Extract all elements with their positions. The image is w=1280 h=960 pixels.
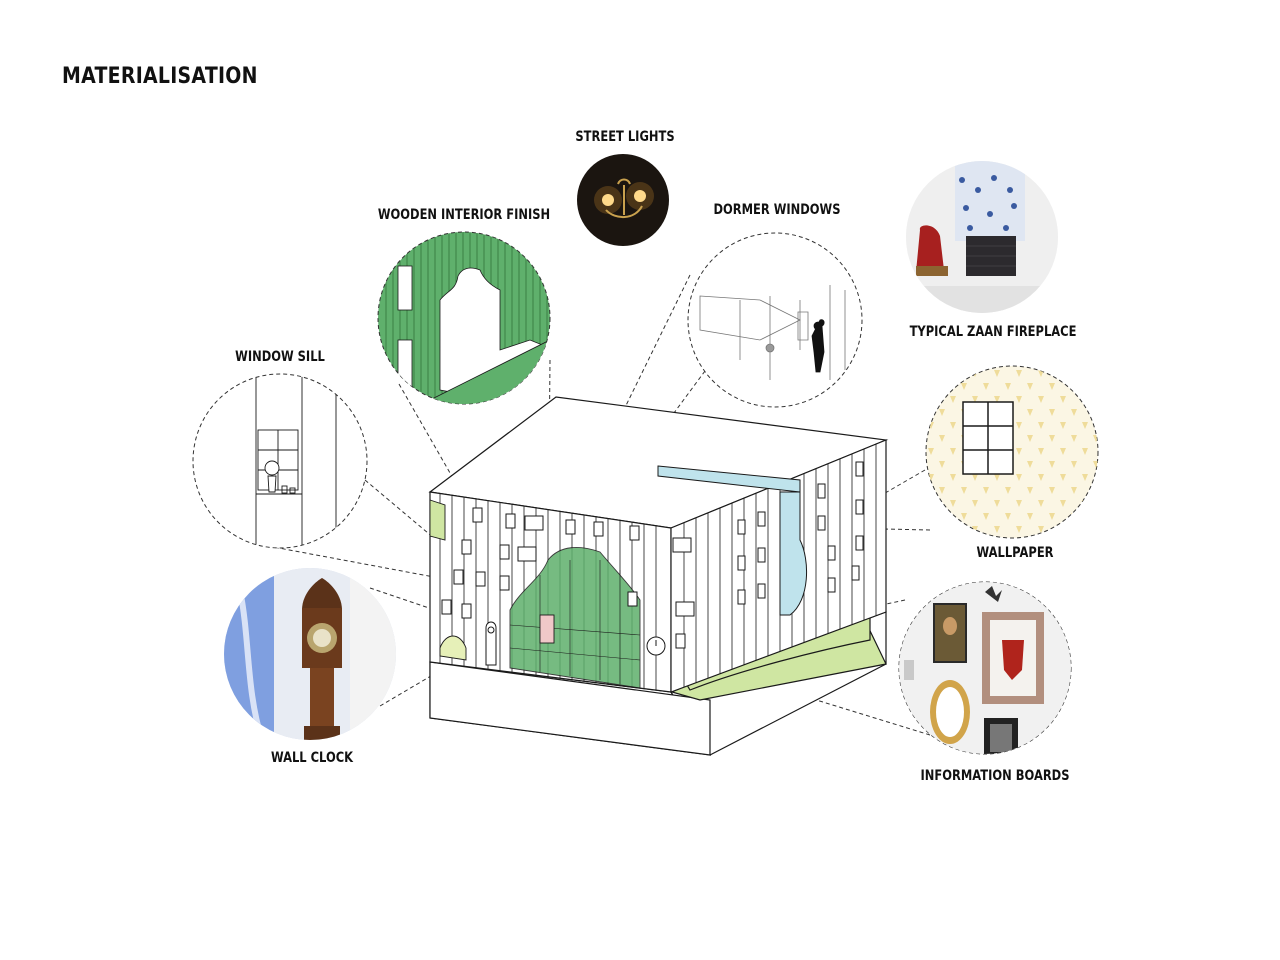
building-block — [428, 396, 889, 756]
block-right-face — [670, 439, 887, 693]
label-window-sill: WINDOW SILL — [235, 349, 325, 365]
label-street-lights: STREET LIGHTS — [575, 129, 675, 145]
wall-clock-photo — [224, 568, 396, 740]
light-blue-channel — [657, 465, 808, 616]
label-dormer-windows: DORMER WINDOWS — [713, 202, 841, 218]
green-interior — [429, 499, 641, 689]
dormer-windows-illustration — [687, 232, 863, 408]
label-wall-clock: WALL CLOCK — [270, 750, 354, 766]
page-title: MATERIALISATION — [62, 64, 258, 89]
label-wallpaper: WALLPAPER — [976, 545, 1054, 561]
left-face-windows — [441, 507, 695, 649]
facade-details — [485, 621, 666, 666]
label-information-boards: INFORMATION BOARDS — [920, 768, 1070, 784]
information-boards-photo — [898, 581, 1072, 755]
right-face-windows — [737, 461, 864, 605]
base-front — [429, 661, 711, 756]
typical-zaan-fireplace-photo — [906, 161, 1058, 313]
wallpaper-illustration — [925, 365, 1099, 539]
street-lights-photo — [577, 154, 669, 246]
window-sill-illustration — [192, 373, 368, 549]
label-wooden-interior-finish: WOODEN INTERIOR FINISH — [377, 207, 551, 223]
label-typical-zaan-fireplace: TYPICAL ZAAN FIREPLACE — [909, 324, 1077, 340]
